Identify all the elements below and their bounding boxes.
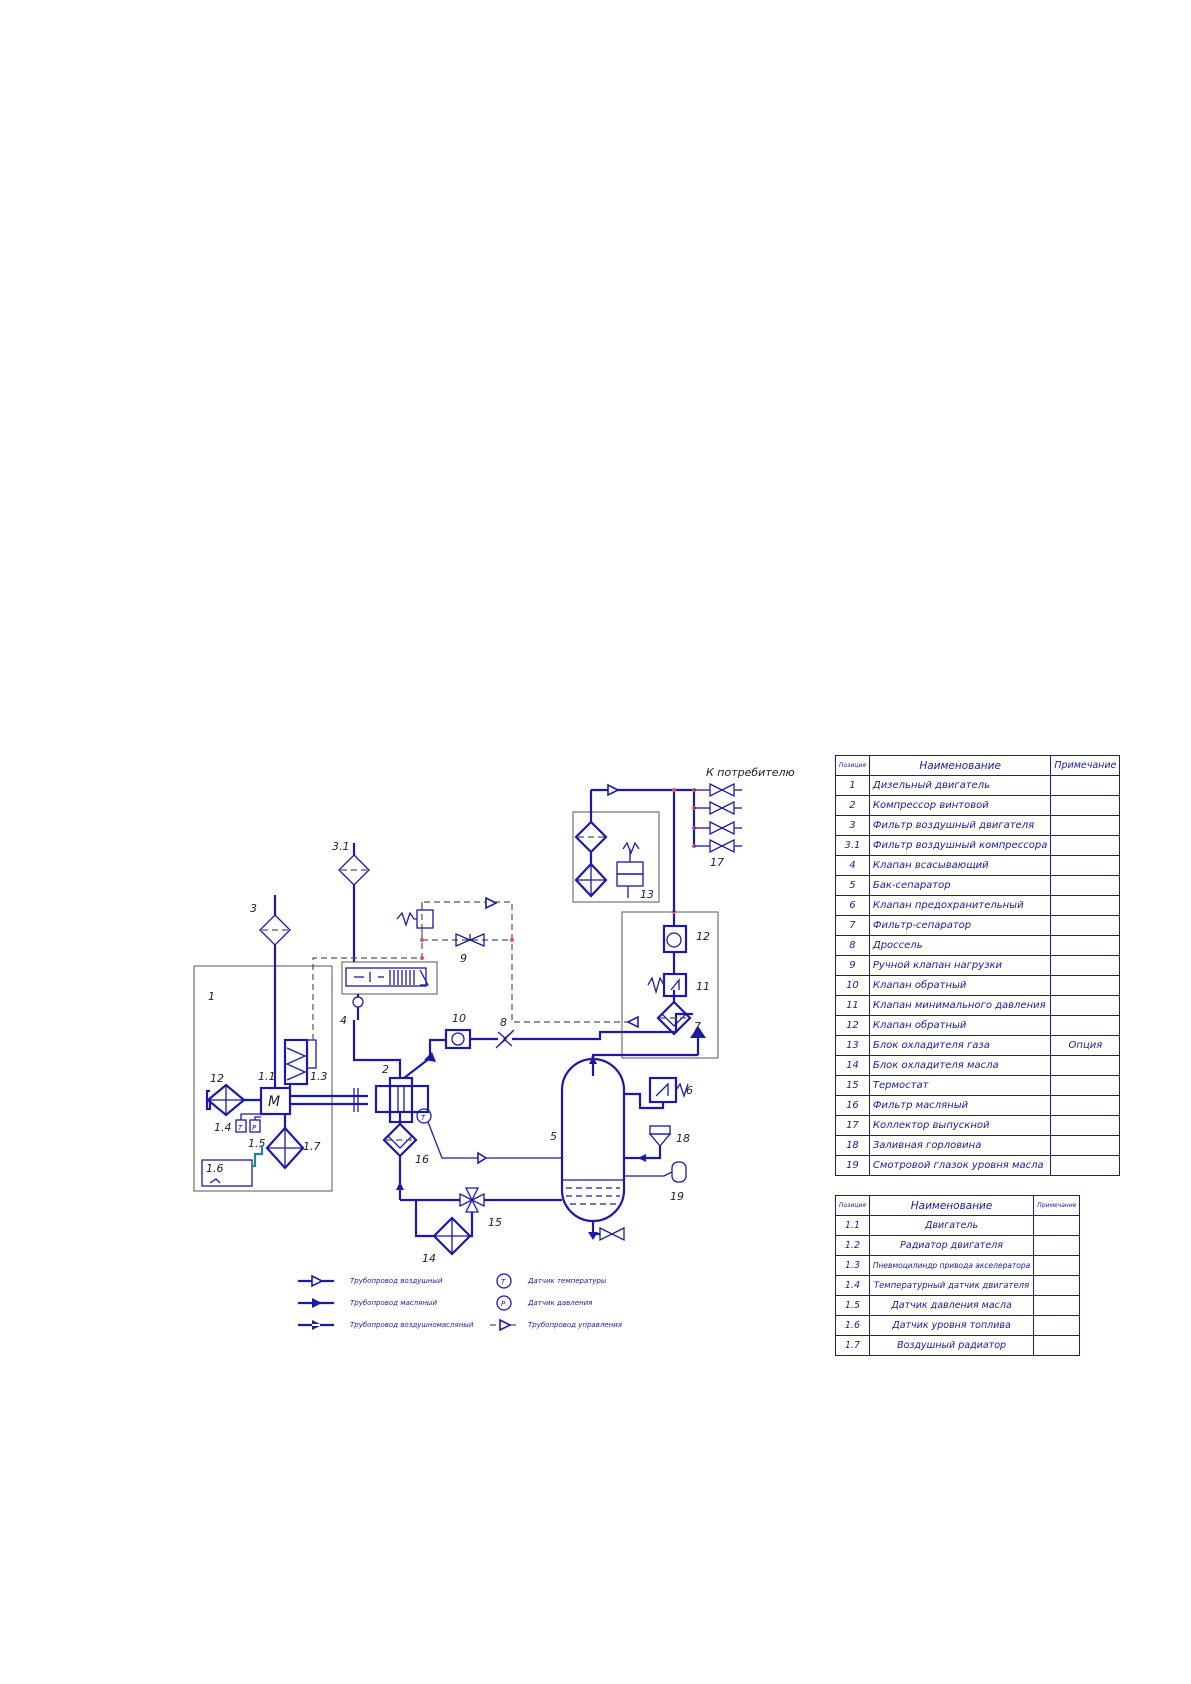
- engine-table-header: Позиция Наименование Примечание: [835, 1195, 1081, 1216]
- label-4: 4: [340, 1014, 347, 1027]
- label-2: 2: [382, 1063, 389, 1076]
- legend: Трубопровод воздушный Трубопровод маслян…: [298, 1273, 622, 1332]
- gas-cooler-13: 13: [572, 783, 676, 912]
- label-1-1: 1.1: [258, 1070, 276, 1083]
- control-relief: [396, 902, 434, 940]
- control-lines: [312, 896, 639, 1040]
- parts-table-header: Позиция Наименование Примечание: [835, 755, 1121, 776]
- label-19: 19: [670, 1190, 684, 1203]
- header-pos: Позиция: [835, 1195, 870, 1216]
- separator-tank-5: 5: [550, 1053, 698, 1242]
- oil-circuit: T 16 15 14: [382, 1108, 562, 1265]
- label-12: 12: [696, 930, 710, 943]
- label-7: 7: [694, 1020, 701, 1033]
- svg-text:P: P: [252, 1124, 257, 1132]
- label-6: 6: [686, 1084, 693, 1097]
- header-name: Наименование: [868, 1195, 1035, 1216]
- label-18: 18: [676, 1132, 690, 1145]
- sight-glass-19: 19: [624, 1161, 687, 1203]
- air-filter-engine: 3: [250, 895, 291, 1088]
- label-11: 11: [696, 980, 710, 993]
- label-15: 15: [488, 1216, 502, 1229]
- legend-pressure-sensor: Датчик давления: [527, 1299, 592, 1307]
- label-1-4: 1.4: [214, 1121, 232, 1134]
- consumer-label: К потребителю: [706, 766, 795, 779]
- air-filter-compressor: 3.1: [332, 840, 370, 962]
- label-9: 9: [460, 952, 467, 965]
- header-name: Наименование: [868, 755, 1052, 776]
- label-5: 5: [550, 1130, 557, 1143]
- label-16: 16: [415, 1153, 429, 1166]
- label-17: 17: [710, 856, 724, 869]
- legend-air-oil: Трубопровод воздушномасляный: [350, 1321, 474, 1329]
- label-13: 13: [640, 888, 654, 901]
- label-14: 14: [422, 1252, 436, 1265]
- label-10: 10: [452, 1012, 466, 1025]
- legend-temp-sensor: Датчик температуры: [527, 1277, 607, 1285]
- label-1-6: 1.6: [206, 1162, 224, 1175]
- sensor-t-letter: T: [421, 1114, 426, 1122]
- label-3-1: 3.1: [332, 840, 350, 853]
- label-1-7: 1.7: [303, 1140, 321, 1153]
- manual-valve-9: 9: [455, 933, 485, 965]
- air-oil-line: 10 8: [403, 1012, 706, 1079]
- legend-p-letter: P: [501, 1300, 506, 1308]
- label-8: 8: [500, 1016, 507, 1029]
- label-1-2: 12: [210, 1072, 224, 1085]
- separator-unit: 7 11 12: [621, 910, 719, 1059]
- motor-label: M: [268, 1094, 280, 1110]
- svg-text:T: T: [238, 1124, 243, 1132]
- legend-t-letter: T: [501, 1278, 506, 1286]
- header-note: Примечание: [1033, 1195, 1081, 1216]
- label-1: 1: [208, 990, 215, 1003]
- legend-control: Трубопровод управления: [528, 1321, 622, 1329]
- legend-oil: Трубопровод масляный: [350, 1299, 437, 1307]
- legend-air: Трубопровод воздушный: [350, 1277, 443, 1285]
- header-note: Примечание: [1050, 755, 1121, 776]
- label-1-3: 1.3: [310, 1070, 328, 1083]
- engine-block: 1 M 1.1 12 1.3 T P 1.4 1.5 1.7: [193, 965, 333, 1192]
- safety-valve-6: 6: [624, 1076, 693, 1110]
- outlet-manifold-17: К потребителю 17: [672, 766, 795, 869]
- label-3: 3: [250, 902, 257, 915]
- suction-valve-4: 4: [340, 961, 438, 1078]
- filler-neck-18: 18: [624, 1125, 690, 1162]
- header-pos: Позиция: [835, 755, 870, 776]
